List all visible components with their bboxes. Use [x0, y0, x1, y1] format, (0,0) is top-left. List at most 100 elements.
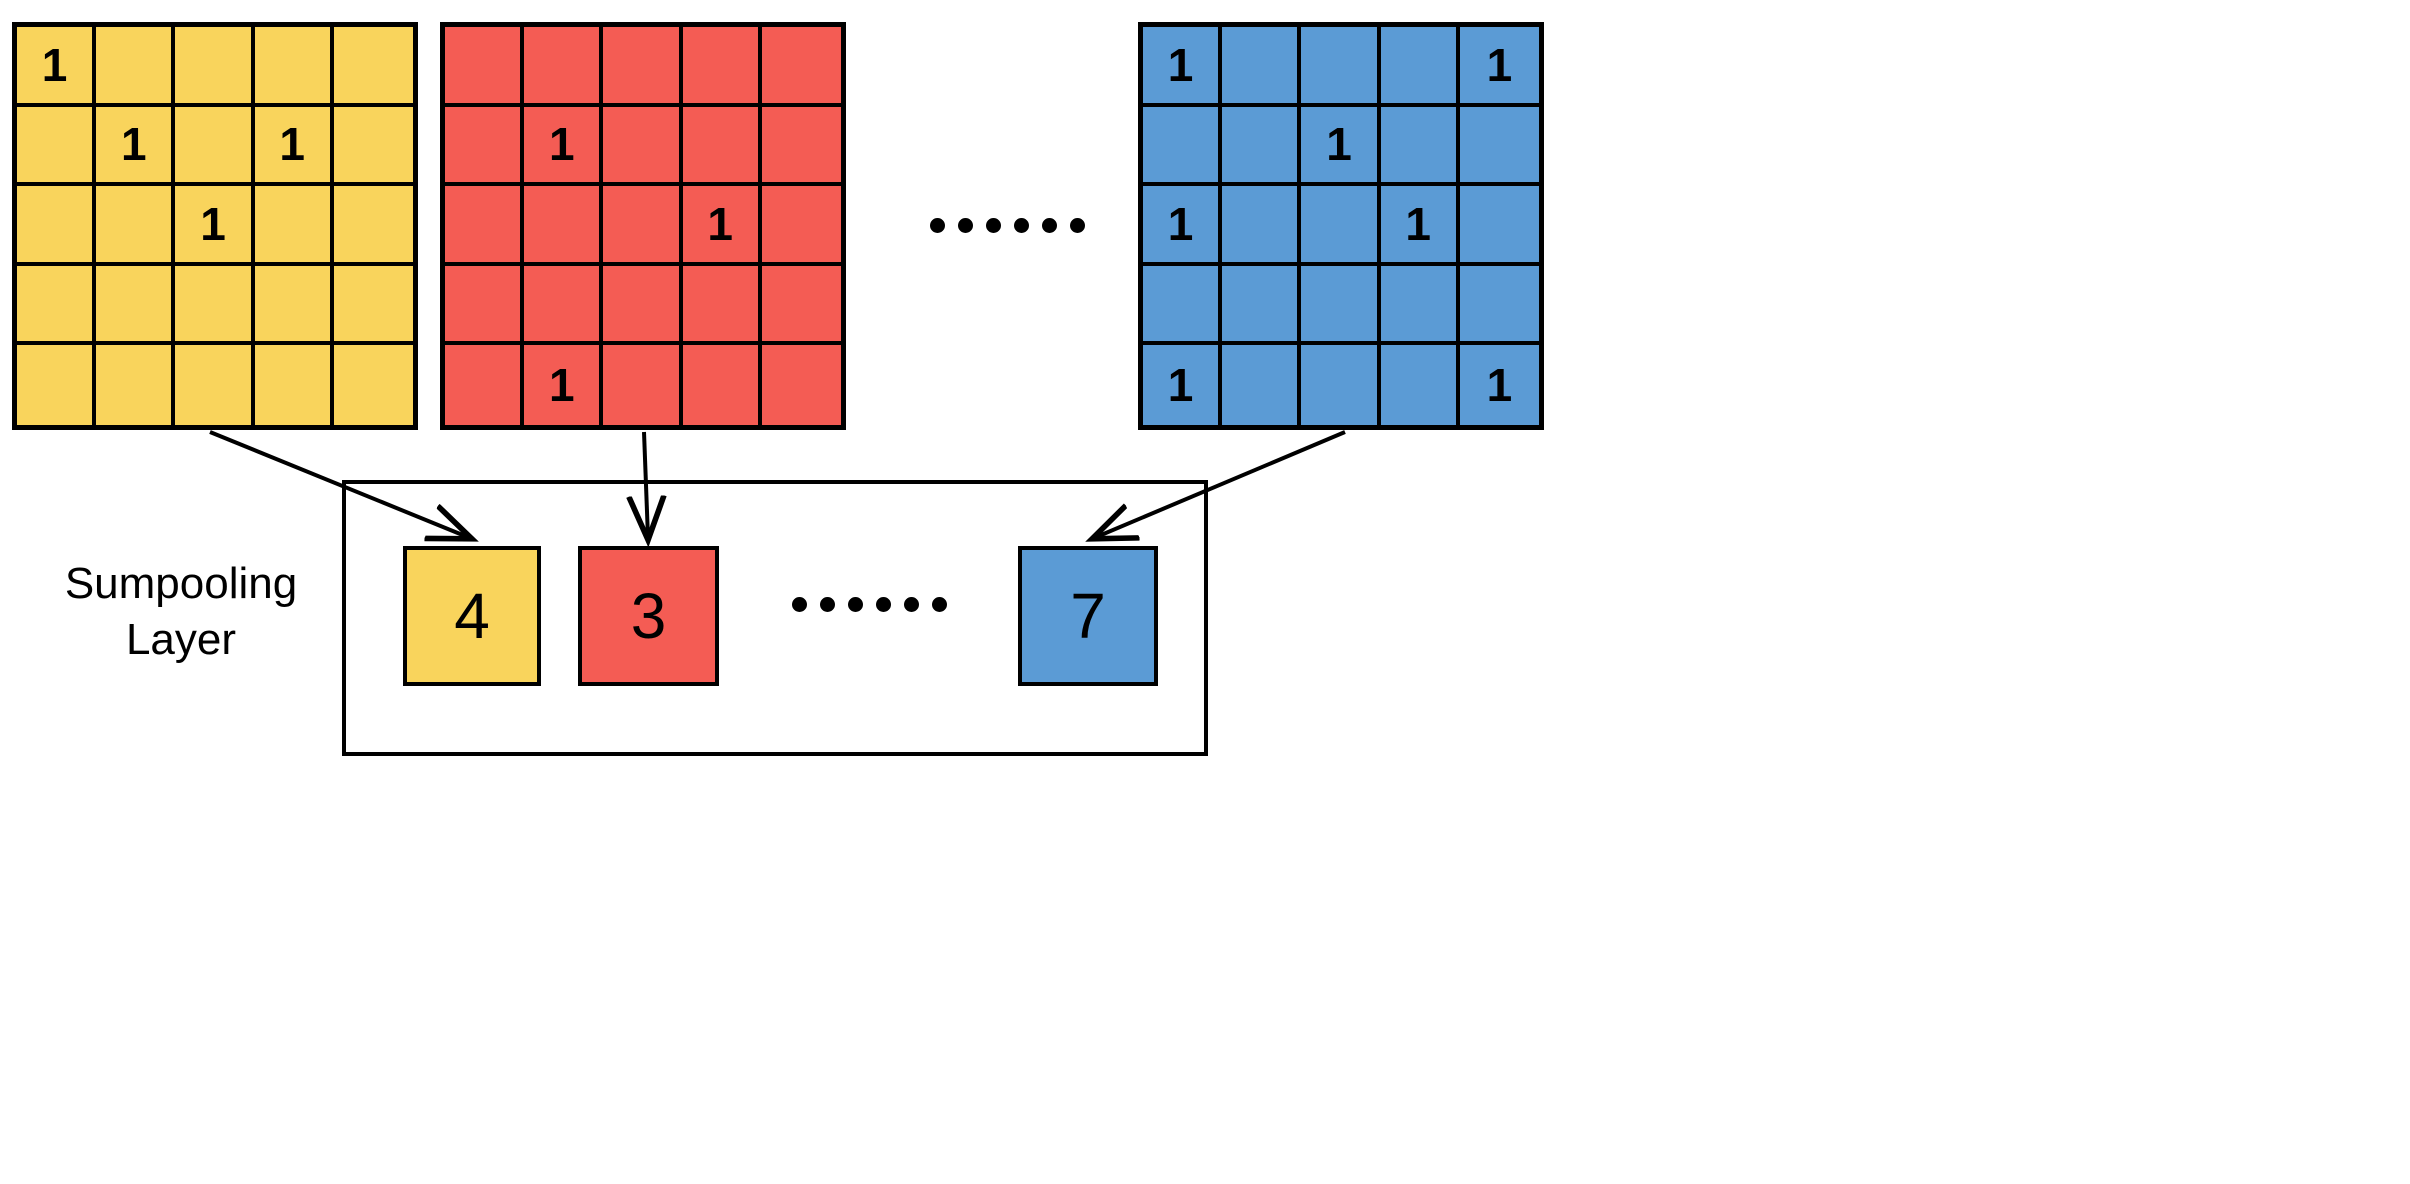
pool-output-blue-value: 7	[1070, 580, 1106, 652]
grid-cell-r4-c1	[445, 265, 525, 346]
grid-cell-r4-c2	[524, 265, 604, 346]
ellipsis-dot	[986, 218, 1001, 233]
grid-cell-r2-c4	[1380, 106, 1460, 187]
ellipsis-dot	[1070, 218, 1085, 233]
grid-cell-r1-c3	[603, 27, 683, 107]
ellipsis-dot	[958, 218, 973, 233]
grid-cell-r5-c4	[682, 345, 762, 425]
grid-cell-r2-c5	[761, 106, 841, 187]
grid-cell-r3-c1	[445, 186, 525, 266]
grid-cell-r3-c1	[17, 186, 97, 266]
grid-cell-r2-c5	[1459, 106, 1539, 187]
grid-cell-r2-c2: 1	[524, 106, 604, 187]
grid-cell-r5-c1: 1	[1143, 345, 1223, 425]
grid-cell-r4-c4	[682, 265, 762, 346]
grid-cell-r1-c2	[96, 27, 176, 107]
grid-cell-r2-c1	[445, 106, 525, 187]
grid-cell-r1-c2	[1222, 27, 1302, 107]
grid-cell-r5-c4	[1380, 345, 1460, 425]
grid-cell-r2-c4: 1	[254, 106, 334, 187]
grid-cell-r2-c3	[175, 106, 255, 187]
pool-output-blue: 7	[1018, 546, 1158, 686]
grid-cell-r4-c2	[1222, 265, 1302, 346]
ellipsis-pool-outputs	[792, 597, 947, 612]
grid-cell-r5-c3	[1301, 345, 1381, 425]
grid-cell-r1-c1	[445, 27, 525, 107]
grid-cell-r1-c4	[254, 27, 334, 107]
grid-cell-r1-c3	[175, 27, 255, 107]
grid-cell-r4-c5	[333, 265, 413, 346]
grid-cell-r1-c5	[333, 27, 413, 107]
ellipsis-dot	[904, 597, 919, 612]
grid-cell-r1-c2	[524, 27, 604, 107]
ellipsis-dot	[848, 597, 863, 612]
grid-cell-r3-c4	[254, 186, 334, 266]
sumpooling-layer-label: Sumpooling Layer	[46, 556, 316, 669]
ellipsis-dot	[1014, 218, 1029, 233]
grid-cell-r5-c5	[333, 345, 413, 425]
grid-cell-r2-c1	[17, 106, 97, 187]
grid-cell-r2-c3: 1	[1301, 106, 1381, 187]
pool-output-red: 3	[578, 546, 719, 686]
sumpooling-layer-box	[342, 480, 1208, 756]
sumpooling-label-line1: Sumpooling	[64, 559, 298, 608]
grid-cell-r5-c2: 1	[524, 345, 604, 425]
sumpooling-label-line2: Layer	[125, 615, 237, 665]
grid-cell-r1-c4	[682, 27, 762, 107]
grid-cell-r4-c2	[96, 265, 176, 346]
grid-cell-r4-c1	[17, 265, 97, 346]
grid-cell-r3-c3: 1	[175, 186, 255, 266]
grid-cell-r5-c3	[175, 345, 255, 425]
grid-cell-r3-c4: 1	[682, 186, 762, 266]
grid-cell-r1-c3	[1301, 27, 1381, 107]
ellipsis-dot	[932, 597, 947, 612]
grid-cell-r4-c4	[254, 265, 334, 346]
grid-cell-r2-c1	[1143, 106, 1223, 187]
grid-cell-r4-c5	[761, 265, 841, 346]
grid-cell-r4-c1	[1143, 265, 1223, 346]
grid-cell-r2-c3	[603, 106, 683, 187]
grid-cell-r3-c5	[1459, 186, 1539, 266]
grid-cell-r5-c2	[1222, 345, 1302, 425]
grid-cell-r3-c5	[333, 186, 413, 266]
grid-cell-r4-c3	[1301, 265, 1381, 346]
grid-cell-r3-c3	[603, 186, 683, 266]
grid-cell-r4-c3	[603, 265, 683, 346]
grid-cell-r3-c2	[96, 186, 176, 266]
ellipsis-dot	[876, 597, 891, 612]
grid-cell-r1-c5: 1	[1459, 27, 1539, 107]
grid-cell-r5-c5	[761, 345, 841, 425]
grid-cell-r1-c4	[1380, 27, 1460, 107]
grid-cell-r4-c5	[1459, 265, 1539, 346]
grid-cell-r1-c1: 1	[1143, 27, 1223, 107]
ellipsis-dot	[792, 597, 807, 612]
grid-cell-r3-c3	[1301, 186, 1381, 266]
grid-cell-r2-c2	[1222, 106, 1302, 187]
grid-cell-r5-c1	[445, 345, 525, 425]
pool-output-yellow: 4	[403, 546, 541, 686]
grid-cell-r1-c5	[761, 27, 841, 107]
ellipsis-dot	[1042, 218, 1057, 233]
grid-cell-r2-c5	[333, 106, 413, 187]
pool-output-red-value: 3	[630, 580, 667, 652]
grid-cell-r2-c4	[682, 106, 762, 187]
grid-cell-r4-c4	[1380, 265, 1460, 346]
grid-cell-r5-c1	[17, 345, 97, 425]
grid-cell-r1-c1: 1	[17, 27, 97, 107]
grid-cell-r3-c4: 1	[1380, 186, 1460, 266]
grid-cell-r5-c3	[603, 345, 683, 425]
pool-output-yellow-value: 4	[454, 580, 490, 652]
grid-cell-r5-c5: 1	[1459, 345, 1539, 425]
grid-cell-r3-c1: 1	[1143, 186, 1223, 266]
ellipsis-dot	[930, 218, 945, 233]
ellipsis-feature-maps	[930, 218, 1085, 233]
grid-cell-r3-c5	[761, 186, 841, 266]
grid-cell-r5-c2	[96, 345, 176, 425]
grid-cell-r3-c2	[524, 186, 604, 266]
grid-cell-r4-c3	[175, 265, 255, 346]
grid-cell-r5-c4	[254, 345, 334, 425]
